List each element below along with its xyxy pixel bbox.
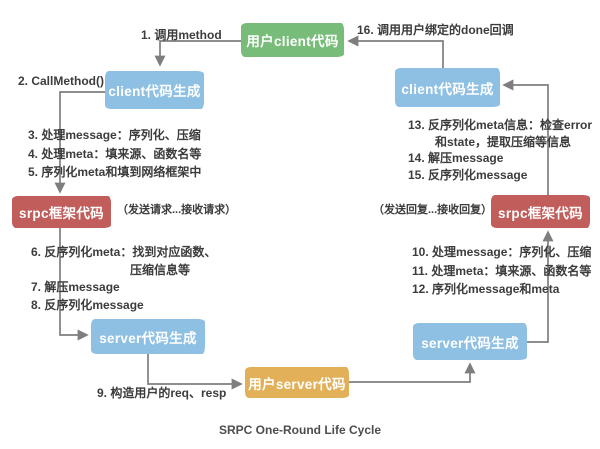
connector-steps-13-15 xyxy=(502,79,549,195)
label-step-15: 15. 反序列化message xyxy=(408,167,528,182)
connector-steps-10-12 xyxy=(527,230,554,343)
label-step-3: 3. 处理message：序列化、压缩 xyxy=(28,128,201,142)
diagram-title: SRPC One-Round Life Cycle xyxy=(218,423,382,437)
connector-step2 xyxy=(54,91,105,194)
label-step-9: 9. 构造用户的req、resp xyxy=(97,386,227,400)
connector-step9 xyxy=(147,354,243,390)
node-user-client-code: 用户client代码 xyxy=(241,23,344,57)
label-step-8: 8. 反序列化message xyxy=(31,297,144,312)
connector-to-server-gen xyxy=(349,362,476,383)
label-step-16: 16. 调用用户绑定的done回调 xyxy=(357,23,514,37)
connector-steps-6-8 xyxy=(59,228,89,341)
connector-step1 xyxy=(154,40,242,67)
label-request-note: （发送请求...接收请求） xyxy=(117,204,237,216)
label-step-11: 11. 处理meta：填来源、函数名等 xyxy=(412,263,592,278)
node-user-server-code: 用户server代码 xyxy=(245,367,349,398)
steps-10-12: 10. 处理message：序列化、压缩 11. 处理meta：填来源、函数名等… xyxy=(412,243,591,299)
node-server-codegen-left: server代码生成 xyxy=(91,319,205,354)
steps-3-5: 3. 处理message：序列化、压缩 4. 处理meta：填来源、函数名等 5… xyxy=(28,126,201,182)
label-step-1: 1. 调用method xyxy=(141,28,222,42)
node-srpc-framework-left: srpc框架代码 xyxy=(12,196,111,228)
label-step-7: 7. 解压message xyxy=(31,280,120,294)
label-reply-note: （发送回复...接收回复） xyxy=(373,204,493,216)
label-step-13-cont: 和state，提取压缩等信息 xyxy=(435,134,572,149)
label-step-14: 14. 解压message xyxy=(408,151,504,165)
label-step-2: 2. CallMethod() xyxy=(18,74,104,88)
label-step-6: 6. 反序列化meta：找到对应函数、 xyxy=(31,245,217,259)
label-step-10: 10. 处理message：序列化、压缩 xyxy=(412,245,592,259)
label-step-5: 5. 序列化meta和填到网络框架中 xyxy=(28,165,202,179)
steps-6-8: 6. 反序列化meta：找到对应函数、 压缩信息等 7. 解压message 8… xyxy=(31,244,216,314)
node-client-codegen-left: client代码生成 xyxy=(105,71,204,109)
label-step-12: 12. 序列化message和meta xyxy=(412,282,560,296)
steps-13-15: 13. 反序列化meta信息：检查error 和state，提取压缩等信息 14… xyxy=(408,117,592,183)
label-step-6-cont: 压缩信息等 xyxy=(130,262,191,277)
label-step-13: 13. 反序列化meta信息：检查error xyxy=(408,118,593,132)
node-srpc-framework-right: srpc框架代码 xyxy=(491,195,590,228)
node-server-codegen-right: server代码生成 xyxy=(413,323,527,360)
connector-step16 xyxy=(347,35,444,68)
node-client-codegen-right: client代码生成 xyxy=(395,68,500,107)
label-step-4: 4. 处理meta：填来源、函数名等 xyxy=(28,146,202,161)
